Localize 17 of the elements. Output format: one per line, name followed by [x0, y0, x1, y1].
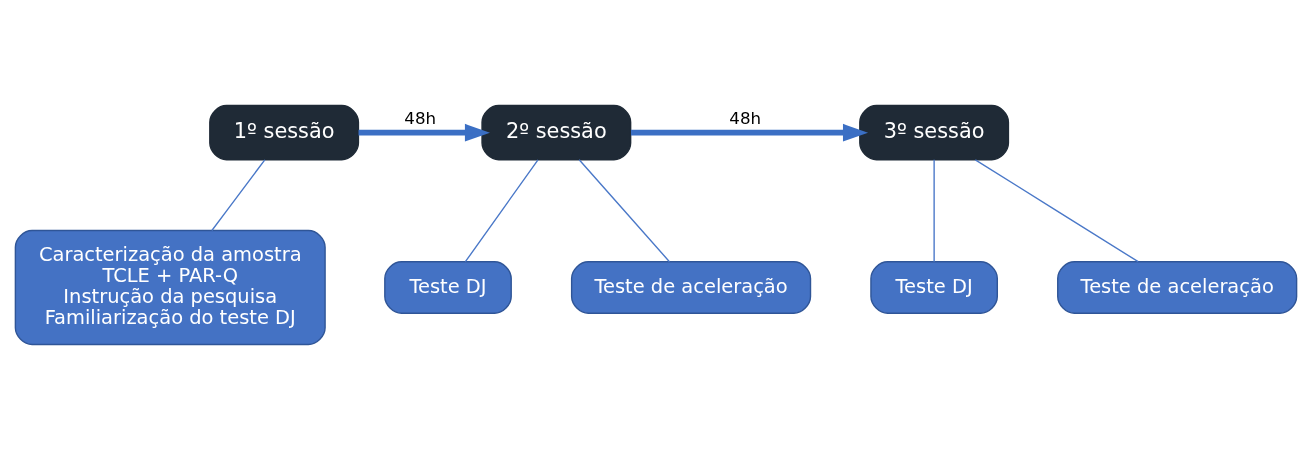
connector — [974, 159, 1139, 263]
connector — [933, 159, 935, 263]
node-box: Teste de aceleração — [570, 261, 812, 314]
edge-label: 48h — [404, 108, 437, 128]
connector — [578, 159, 671, 263]
arrow — [358, 123, 490, 142]
node-box: Teste DJ — [870, 261, 998, 314]
node-box: Caracterização da amostra TCLE + PAR-Q Instrução da pesquisa Familiarização do teste DJ — [14, 229, 326, 346]
connector — [464, 159, 539, 263]
node-box: 2º sessão — [481, 104, 632, 161]
node-box: Teste DJ — [384, 261, 512, 314]
node-box: Teste de aceleração — [1057, 261, 1298, 314]
edge-label: 48h — [729, 108, 762, 128]
arrow — [631, 123, 869, 142]
connector — [211, 159, 266, 232]
node-box: 1º sessão — [209, 104, 360, 161]
node-box: 3º sessão — [859, 104, 1010, 161]
